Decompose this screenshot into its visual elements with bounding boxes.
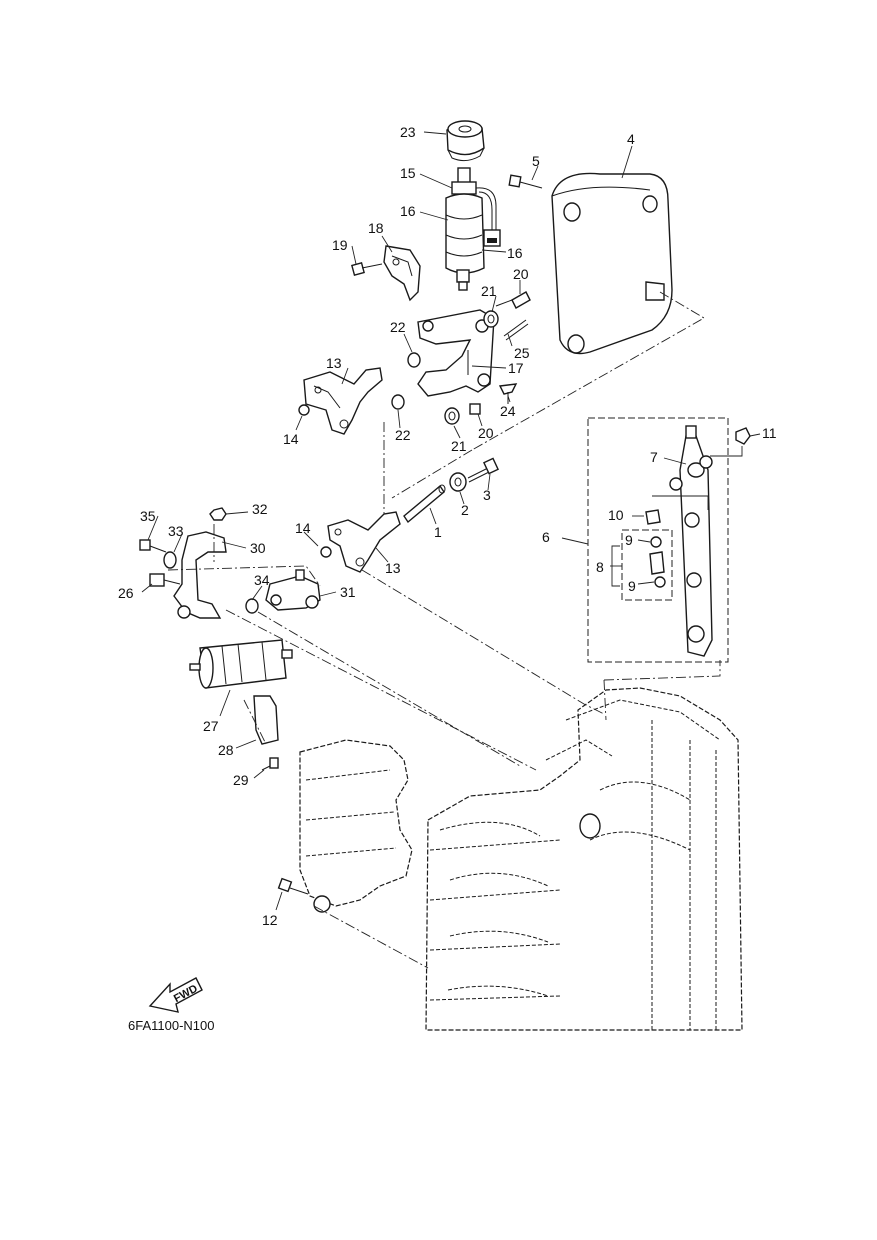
- label-14-lower: 14: [295, 520, 311, 536]
- label-27: 27: [203, 718, 219, 734]
- label-7: 7: [650, 449, 658, 465]
- part-10-spring-clip: [645, 509, 661, 525]
- label-23: 23: [400, 124, 416, 140]
- label-33: 33: [168, 523, 184, 539]
- label-19: 19: [332, 237, 348, 253]
- part-32-nut: [209, 507, 227, 521]
- label-16-lower: 16: [507, 245, 523, 261]
- label-15: 15: [400, 165, 416, 181]
- part-9-oring-upper: [650, 536, 662, 548]
- label-21-upper: 21: [481, 283, 497, 299]
- label-18: 18: [368, 220, 384, 236]
- part-21-grommet-upper: [483, 310, 499, 328]
- fwd-arrow-icon: FWD: [148, 977, 203, 1013]
- part-3-bolt: [467, 457, 499, 483]
- label-20-lower: 20: [478, 425, 494, 441]
- part-22-collar-upper: [407, 352, 421, 368]
- label-10: 10: [608, 507, 624, 523]
- label-11: 11: [762, 425, 777, 441]
- part-7-rail: [699, 455, 713, 469]
- label-21-lower: 21: [451, 438, 467, 454]
- part-8-injector: [649, 551, 665, 575]
- label-20-upper: 20: [513, 266, 529, 282]
- part-13-bracket-upper: [303, 367, 383, 435]
- part-labels: 23 15 16 16 18 19 20 21 25 22 17 13 14 2…: [118, 124, 777, 928]
- label-22-upper: 22: [390, 319, 406, 335]
- part-28-clip: [253, 695, 279, 745]
- label-31: 31: [340, 584, 356, 600]
- part-19-bolt: [351, 262, 383, 276]
- label-32: 32: [252, 501, 268, 517]
- label-30: 30: [250, 540, 266, 556]
- part-1-shaft: [403, 484, 446, 524]
- label-4: 4: [627, 131, 635, 147]
- label-34: 34: [254, 572, 270, 588]
- label-1: 1: [434, 524, 442, 540]
- label-24: 24: [500, 403, 516, 419]
- label-25: 25: [514, 345, 530, 361]
- label-16-upper: 16: [400, 203, 416, 219]
- part-33-grommet: [163, 551, 177, 569]
- part-5-bolt: [508, 174, 543, 189]
- part-22-collar-lower: [391, 394, 405, 410]
- label-29: 29: [233, 772, 249, 788]
- part-15-16-fuel-pump: [445, 167, 501, 291]
- label-9-lower: 9: [628, 578, 636, 594]
- label-8: 8: [596, 559, 604, 575]
- diagram-code: 6FA1100-N100: [128, 1018, 215, 1033]
- label-5: 5: [532, 153, 540, 169]
- label-28: 28: [218, 742, 234, 758]
- part-30-bracket: [173, 531, 227, 619]
- label-9-upper: 9: [625, 532, 633, 548]
- label-22-lower: 22: [395, 427, 411, 443]
- part-21-grommet-lower: [444, 407, 460, 425]
- part-11-bolt: [735, 427, 751, 445]
- part-24-clip: [498, 383, 518, 404]
- part-12-bolt: [277, 877, 309, 895]
- label-3: 3: [483, 487, 491, 503]
- label-6: 6: [542, 529, 550, 545]
- part-17-pump-bracket: [417, 309, 495, 397]
- part-13-bracket-lower: [327, 511, 401, 573]
- part-2-collar: [449, 472, 467, 492]
- part-18-bracket-plate: [383, 245, 421, 302]
- leader-lines: [141, 131, 761, 911]
- label-12: 12: [262, 912, 278, 928]
- part-20-bolt-lower: [469, 403, 481, 415]
- label-13-lower: 13: [385, 560, 401, 576]
- label-26: 26: [118, 585, 134, 601]
- connection-lines: [167, 291, 721, 969]
- part-6-fuel-rail-box: [587, 417, 729, 663]
- label-2: 2: [461, 502, 469, 518]
- part-27-canister: [189, 639, 293, 689]
- part-25-screw: [503, 319, 529, 341]
- part-14-bolt-lower: [320, 546, 332, 558]
- part-29-bolt: [261, 757, 279, 771]
- part-34-collar: [245, 598, 259, 614]
- part-35-bolt: [139, 539, 167, 553]
- part-4-cover: [551, 172, 673, 355]
- part-20-bolt-upper: [495, 291, 531, 309]
- label-13-upper: 13: [326, 355, 342, 371]
- label-35: 35: [140, 508, 156, 524]
- label-17: 17: [508, 360, 524, 376]
- engine-block-assembly: [299, 687, 743, 1031]
- part-14-bolt-upper: [298, 404, 310, 416]
- part-26-sensor: [149, 573, 181, 587]
- label-14-upper: 14: [283, 431, 299, 447]
- part-23-cap: [446, 120, 485, 162]
- part-31-valve: [265, 569, 321, 611]
- part-9-oring-lower: [654, 576, 666, 588]
- fwd-label: FWD: [172, 983, 200, 1005]
